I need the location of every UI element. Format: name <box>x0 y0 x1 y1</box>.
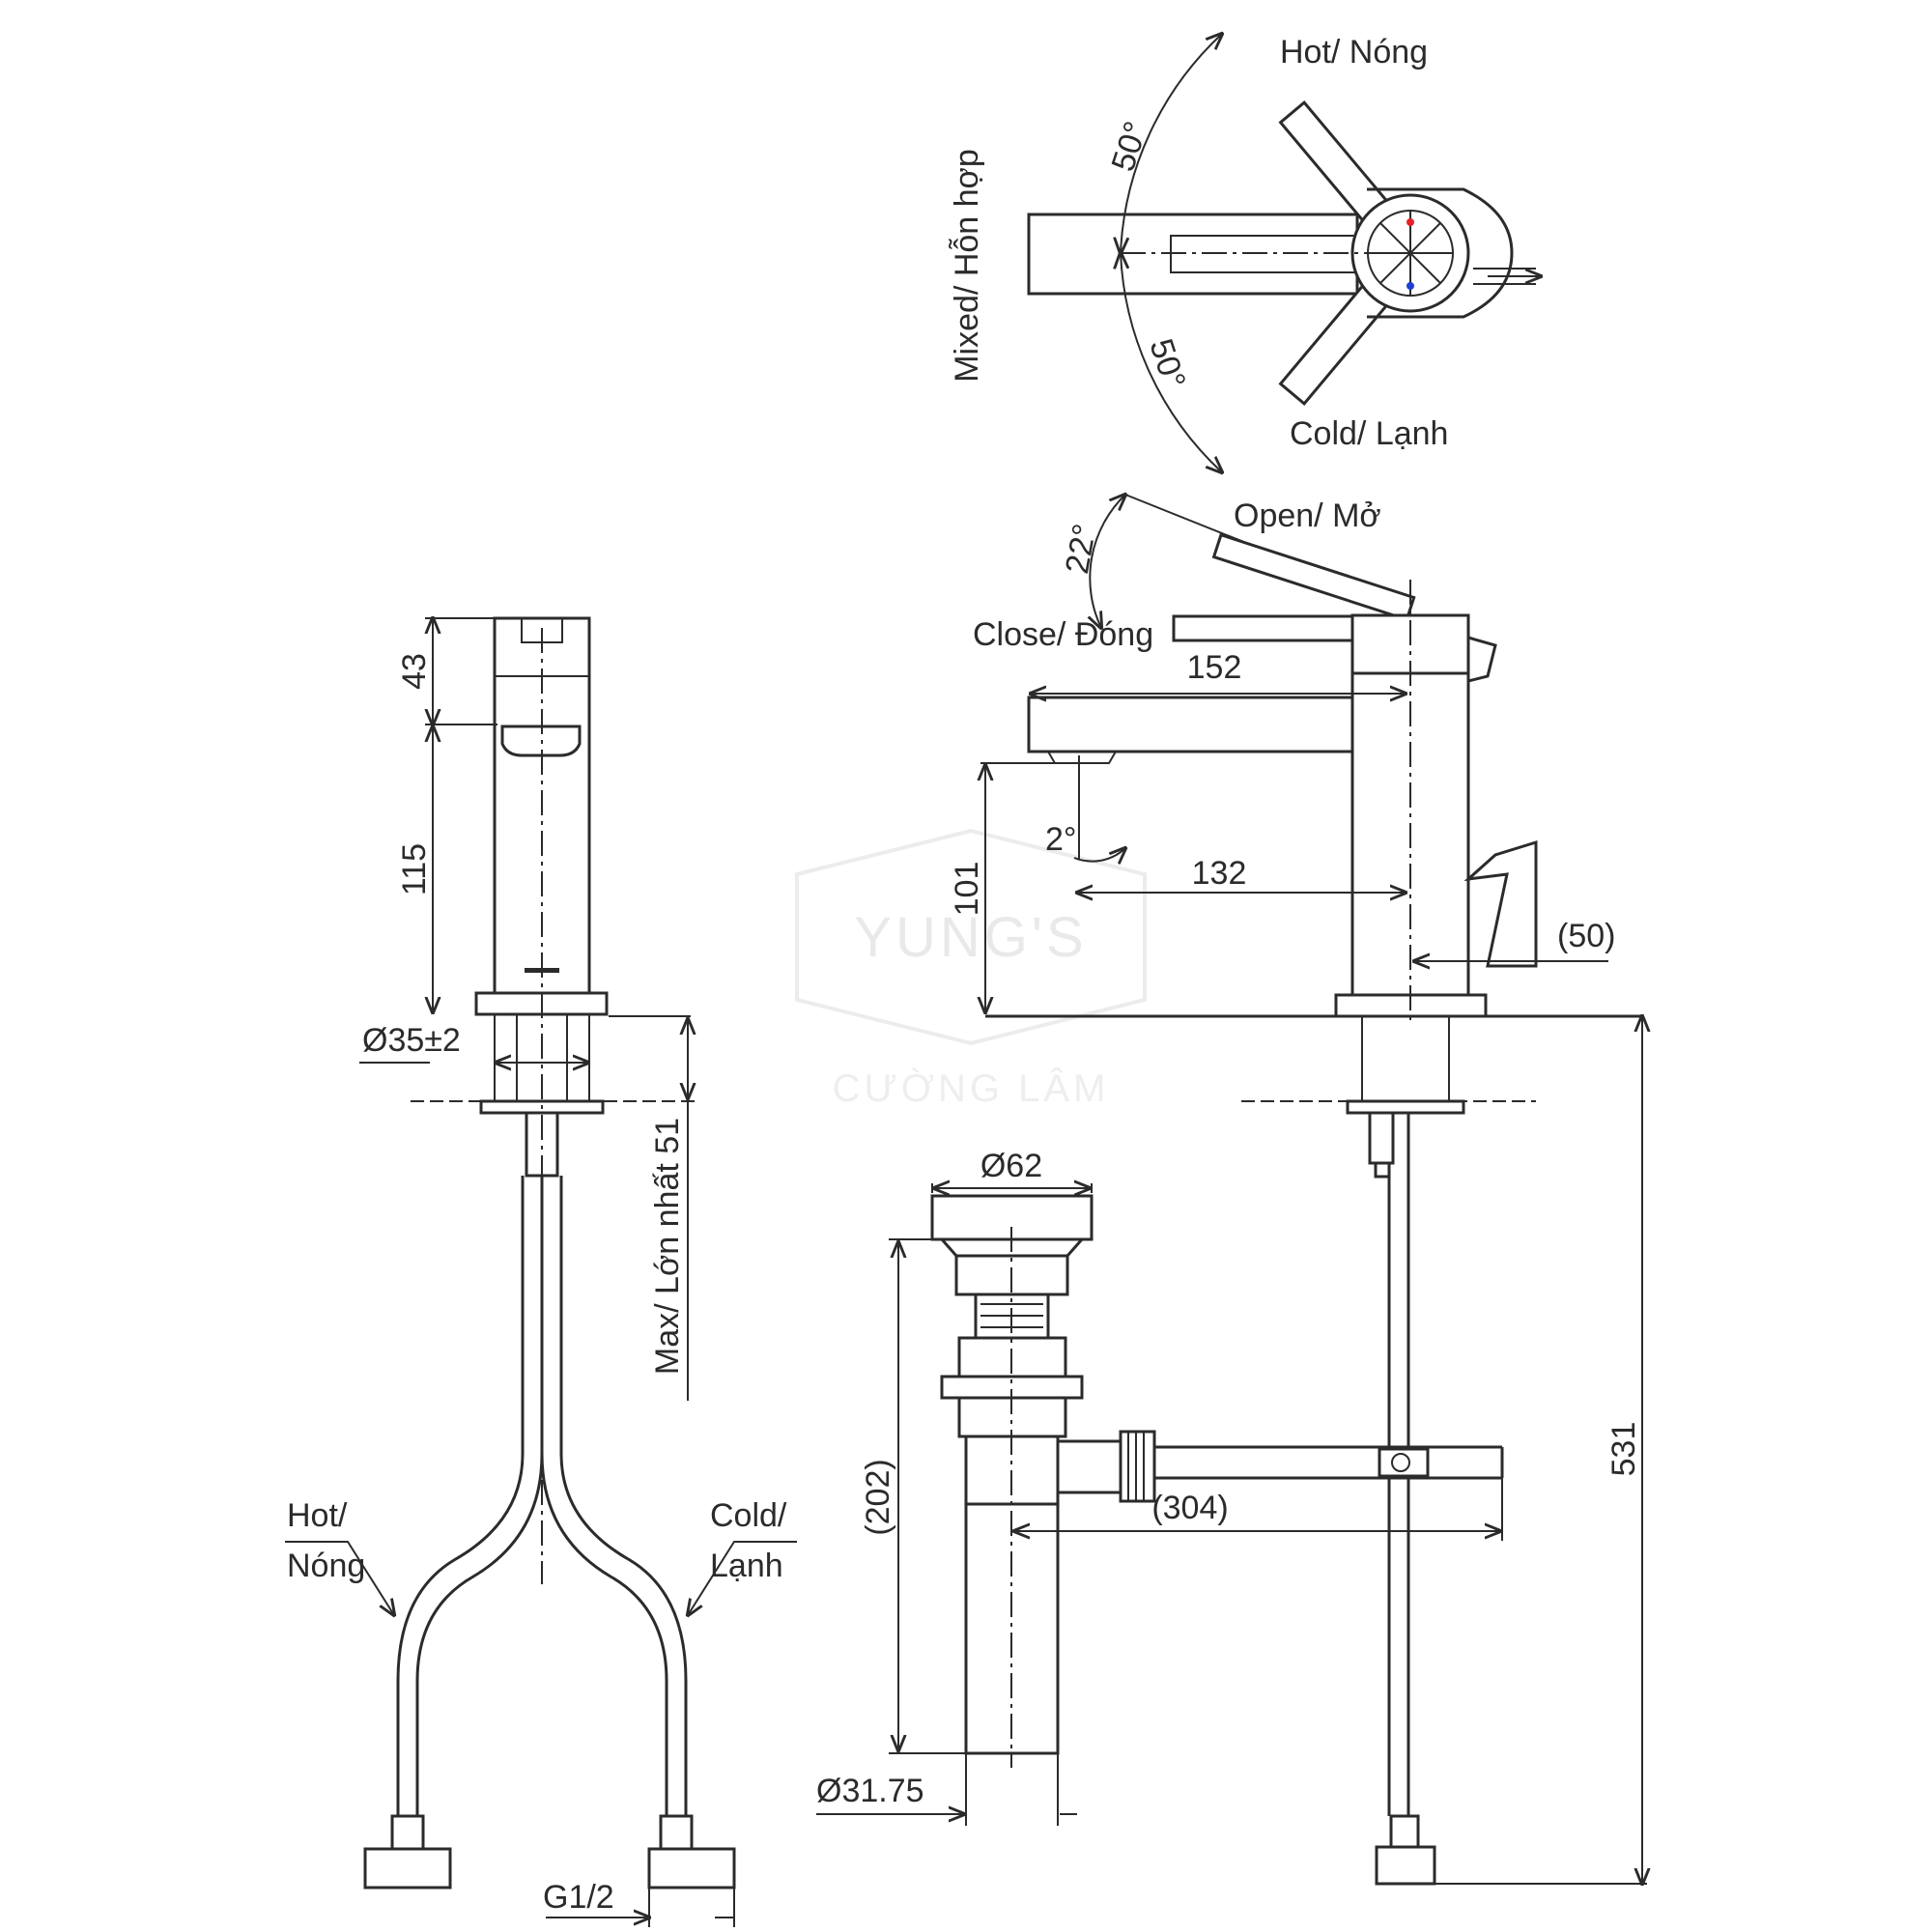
top-view: 50° 50° Hot/ Nóng Cold/ Lạnh Mixed/ Hỗn … <box>949 34 1541 472</box>
dim-drain-length-label: (304) <box>1151 1490 1228 1526</box>
side-body <box>1350 673 1470 995</box>
dim-reach-label: 132 <box>1192 855 1247 892</box>
cold-hose-label-1: Cold/ <box>710 1497 787 1534</box>
dim-top-height-label: 43 <box>396 653 433 690</box>
closed-lever <box>1172 614 1354 642</box>
drain-rod <box>1154 1445 1504 1480</box>
front-view: 43 115 Ø35±2 Max/ Lớn nhất 51 Hot/ Nóng … <box>285 618 797 1927</box>
cold-hose <box>540 1453 668 1821</box>
dim-handle-offset-label: (50) <box>1557 918 1615 954</box>
dim-cap-label: Ø62 <box>980 1148 1042 1184</box>
side-view: 22° Open/ Mở Close/ Đóng 152 2° <box>949 495 1647 1884</box>
dim-spout-length-label: 152 <box>1187 649 1242 686</box>
front-aerator <box>500 724 582 757</box>
lever-angle-label: 22° <box>1059 521 1103 576</box>
close-label: Close/ Đóng <box>973 616 1153 653</box>
cold-label: Cold/ Lạnh <box>1290 415 1448 452</box>
hot-hose <box>396 1176 525 1821</box>
hot-hose-label-2: Nóng <box>287 1548 365 1584</box>
hot-marker <box>1406 218 1414 226</box>
side-spout <box>1027 696 1352 753</box>
hot-label: Hot/ Nóng <box>1280 34 1428 71</box>
cold-marker <box>1406 282 1414 290</box>
watermark: YUNG'S CƯỜNG LÂM <box>795 828 1147 1110</box>
top-mixer-housing <box>1367 187 1514 319</box>
open-label: Open/ Mở <box>1234 497 1381 534</box>
side-hose-nut <box>1375 1845 1436 1886</box>
angle-arc-cold <box>1121 253 1222 472</box>
dim-pipe-label: Ø31.75 <box>816 1773 924 1809</box>
dim-hole-label: Ø35±2 <box>362 1022 461 1059</box>
angle-cold-label: 50° <box>1142 334 1192 393</box>
dim-spout-height-label: 101 <box>949 862 985 917</box>
dim-max-thickness-label: Max/ Lớn nhất 51 <box>649 1118 686 1375</box>
mixed-label: Mixed/ Hỗn hợp <box>949 149 985 383</box>
cold-hose-label-2: Lạnh <box>710 1548 783 1584</box>
spout-angle-label: 2° <box>1045 821 1077 858</box>
cold-hose-nut <box>647 1847 736 1889</box>
open-lever <box>1211 532 1416 622</box>
dim-body-height-label: 115 <box>396 843 433 895</box>
drain-view: Ø62 (202) (304) Ø31.75 <box>816 1148 1504 1826</box>
angle-arc-hot <box>1121 34 1222 253</box>
watermark-brand: YUNG'S <box>854 906 1087 969</box>
hot-hose-label-1: Hot/ <box>287 1497 348 1534</box>
side-lift-rod <box>1463 839 1538 968</box>
side-handle-tip <box>1467 636 1497 683</box>
thread-label: G1/2 <box>543 1879 614 1916</box>
watermark-sub: CƯỜNG LÂM <box>833 1066 1110 1110</box>
dim-drain-height-label: (202) <box>860 1459 896 1535</box>
hot-hose-nut <box>363 1847 452 1889</box>
angle-hot-label: 50° <box>1105 117 1155 176</box>
dim-total-height-label: 531 <box>1605 1422 1642 1477</box>
lever-angle-arc <box>1090 495 1125 628</box>
